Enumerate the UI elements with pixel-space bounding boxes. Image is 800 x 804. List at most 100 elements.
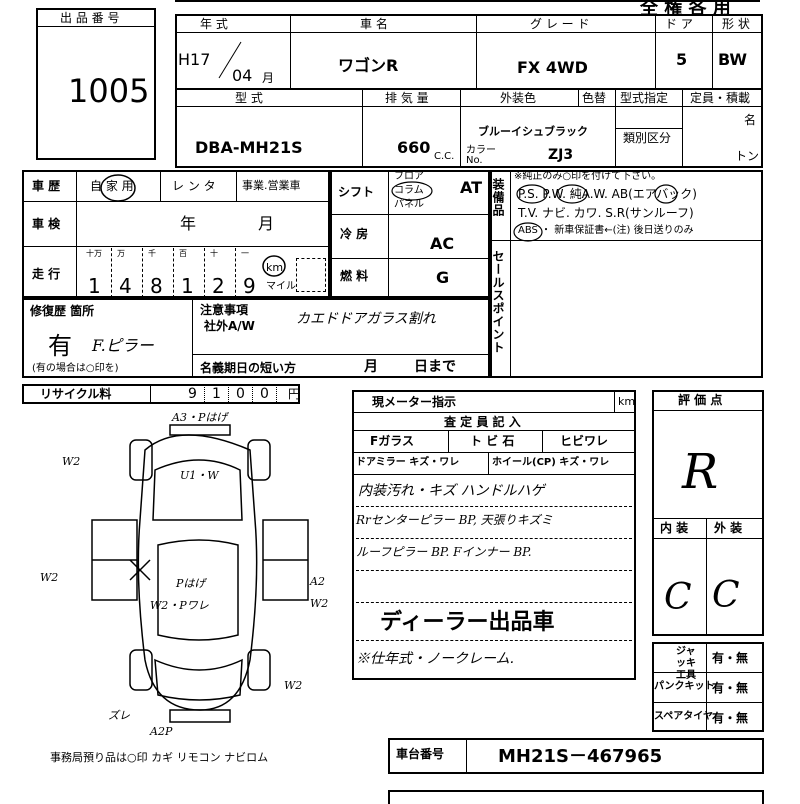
mileage-divider [204, 248, 205, 298]
bottom-block [388, 790, 764, 804]
car-name-value: ワゴンR [338, 56, 399, 75]
repaint-label: 色替 [582, 91, 607, 105]
category-label: 類別区分 [623, 131, 672, 145]
car-damage-diagram [91, 424, 309, 723]
repair-block [22, 298, 490, 378]
color-label: 外装色 [500, 91, 537, 105]
capacity-unit-persons: 名 [744, 113, 757, 127]
shift-value: AT [460, 178, 483, 197]
exterior-label: 外 装 [714, 521, 743, 535]
capacity-label: 定員・積載 [690, 91, 751, 105]
recycle-block [22, 384, 300, 404]
inspector-note2: Rrセンターピラー BP, 天張りキズミ [356, 513, 553, 527]
repair-detail: F.ピラー [92, 336, 154, 355]
mileage-divider [173, 248, 174, 298]
mileage-mile: マイル [266, 281, 296, 292]
capacity-unit-tons: トン [735, 149, 760, 163]
km-circle [262, 255, 286, 277]
evaluation-label: 評 価 点 [678, 393, 723, 407]
recycle-divider [276, 384, 277, 404]
model-label: 型 式 [235, 91, 263, 105]
mark-w2-left-mid: W2 [40, 571, 59, 584]
mileage-unit-label: 千 [148, 249, 156, 258]
jack-label: ジャッキ 工具 [676, 646, 696, 681]
chassis-block [388, 738, 764, 774]
mark-zure: ズレ [108, 709, 130, 722]
notes-expiry-label: 名義期日の短い方 [200, 361, 297, 375]
dealer-stamp: ディーラー出品車 [380, 610, 555, 635]
inspector-wheel: ホイール(CP) キズ・ワレ [492, 457, 610, 468]
mileage-digit: 8 [150, 274, 163, 298]
grade-label: グ レ ー ド [530, 17, 590, 31]
color-value: ブルーイシュブラック [478, 125, 588, 138]
mark-a2: A2 [310, 575, 325, 588]
history-business: 事業.営業車 [242, 179, 301, 192]
meter-unit: km [618, 395, 636, 408]
mileage-digit: 1 [88, 274, 101, 298]
fuel-value: G [436, 268, 450, 287]
mileage-unit-label: 一 [241, 249, 249, 258]
aircon-label: 冷 房 [340, 227, 369, 241]
inspector-chip: ト ビ 石 [470, 434, 515, 448]
recycle-divider [252, 384, 253, 404]
notes-line1: 社外A/W [204, 319, 255, 333]
year-label: 年 式 [200, 17, 228, 31]
listing-box [36, 8, 156, 160]
shift-panel: パネル [394, 199, 424, 210]
puncture-kit-label: パンクキット [654, 681, 715, 692]
inspection-label: 車 検 [32, 217, 61, 231]
shift-floor: フロア [394, 171, 424, 182]
evaluation-block [652, 390, 764, 636]
interior-label: 内 装 [660, 521, 689, 535]
equipment-note: ※純正のみ○印を付けて下さい。 [514, 171, 662, 182]
mileage-digit: 2 [212, 274, 225, 298]
mileage-divider [235, 248, 236, 298]
equipment-line3: ABS ・ 新車保証書←(注) 後日送りのみ [518, 225, 694, 236]
mileage-unit-label: 十万 [86, 249, 102, 258]
history-circle [100, 174, 136, 202]
header-title: 全 権 各 用 [640, 0, 731, 19]
shift-column: コラム [394, 185, 424, 196]
color-code-label: カラー No. [466, 145, 496, 166]
mileage-digit: 9 [243, 274, 256, 298]
inspector-crack: ヒビワレ [560, 434, 609, 448]
aircon-value: AC [430, 234, 455, 253]
history-block [22, 170, 330, 298]
interior-grade: C [664, 577, 692, 618]
office-items: 事務局預り品は○印 カギ リモコン ナビロム [50, 751, 269, 764]
repair-label: 修復歴 箇所 [30, 304, 95, 318]
year-slash [218, 41, 242, 79]
accessory-block [652, 642, 764, 732]
notes-label: 注意事項 [200, 303, 249, 317]
jack-value: 有・無 [712, 651, 749, 665]
recycle-digit: 0 [236, 386, 245, 402]
recycle-divider [228, 384, 229, 404]
doors-label: ド ア [665, 17, 693, 31]
notes-day: 日まで [414, 359, 456, 375]
vehicle-grid [175, 14, 763, 168]
displacement-label: 排 気 量 [385, 91, 429, 105]
model-value: DBA-MH21S [195, 138, 303, 157]
mark-front: A3・Pはげ [172, 411, 228, 424]
spare-tire-label: スペアタイヤ [654, 711, 713, 722]
chassis-value: MH21S－467965 [498, 746, 663, 767]
mark-w2-left-top: W2 [62, 455, 81, 468]
mileage-digit: 4 [119, 274, 132, 298]
recycle-digit: 1 [212, 386, 221, 402]
year-month-unit: 月 [262, 71, 275, 85]
inspection-year-unit: 年 [180, 214, 197, 233]
displacement-value: 660 [397, 138, 431, 157]
recycle-divider [204, 384, 205, 404]
notes-handwritten: カエドドアガラス割れ [296, 311, 436, 327]
mark-w2-right-low: W2 [284, 679, 303, 692]
year-month: 04 [232, 66, 253, 85]
evaluation-score: R [682, 444, 719, 500]
listing-number: 1005 [68, 72, 150, 110]
inspector-note3: ルーフピラー BP. Fインナー BP. [356, 545, 532, 559]
repair-value: 有 [48, 332, 72, 360]
mark-pug: Pはげ [176, 577, 206, 590]
puncture-kit-value: 有・無 [712, 681, 749, 695]
chassis-label: 車台番号 [396, 747, 445, 761]
inspector-mirror: ドアミラー キズ・ワレ [356, 457, 460, 468]
sales-point-label: セールスポイント [491, 250, 505, 354]
